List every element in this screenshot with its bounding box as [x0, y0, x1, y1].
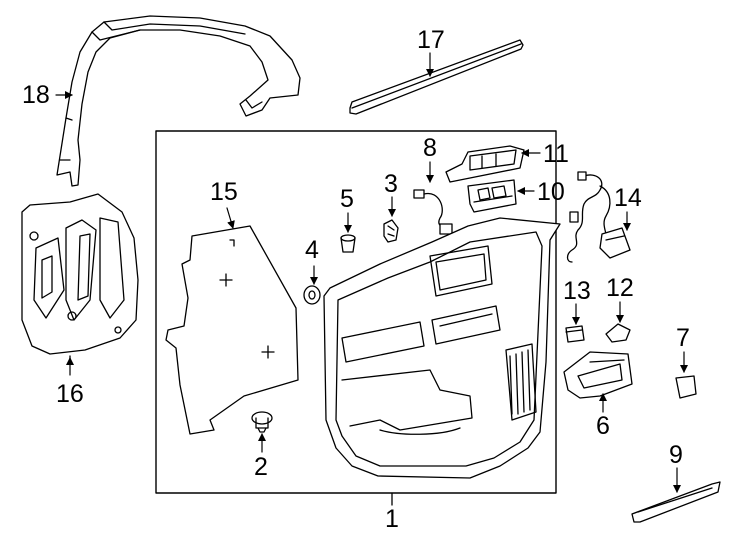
callout-7: 7 [676, 324, 690, 352]
part-7-cover [675, 375, 697, 399]
part-8-harness [413, 189, 453, 235]
callout-6: 6 [596, 412, 610, 440]
callout-4: 4 [305, 236, 319, 264]
part-18-weatherstrip [56, 15, 301, 187]
callout-1: 1 [385, 505, 399, 533]
callout-12: 12 [606, 274, 634, 302]
callout-8: 8 [423, 134, 437, 162]
assembly-frame [155, 130, 557, 494]
callout-15: 15 [210, 178, 238, 206]
part-9-molding [631, 481, 721, 523]
part-17-belt-molding [349, 39, 524, 115]
callout-5: 5 [340, 185, 354, 213]
callout-16: 16 [56, 380, 84, 408]
callout-9: 9 [669, 441, 683, 469]
part-12-cap [605, 323, 631, 343]
part-5-retainer [340, 234, 356, 253]
callout-17: 17 [417, 26, 445, 54]
part-3-clip [383, 219, 399, 243]
part-14-wiring-harness [566, 171, 631, 263]
part-1-trim-panel [323, 217, 561, 479]
leader-arrow-15 [226, 207, 235, 229]
callout-18: 18 [22, 81, 50, 109]
part-16-deflector [21, 193, 139, 365]
part-6-handle [563, 351, 633, 399]
part-2-push-pin [251, 411, 273, 433]
callout-11: 11 [543, 140, 569, 168]
leader-arrows [55, 52, 688, 493]
callout-3: 3 [384, 170, 398, 198]
part-11-switch-bezel [445, 145, 525, 183]
callout-13: 13 [563, 277, 591, 305]
callout-2: 2 [254, 453, 268, 481]
part-10-window-switch [467, 179, 517, 213]
callout-14: 14 [614, 184, 642, 212]
callout-10: 10 [537, 178, 565, 206]
part-4-nut [303, 285, 321, 305]
part-15-insulator [165, 225, 299, 435]
part-13-switch [565, 325, 585, 343]
